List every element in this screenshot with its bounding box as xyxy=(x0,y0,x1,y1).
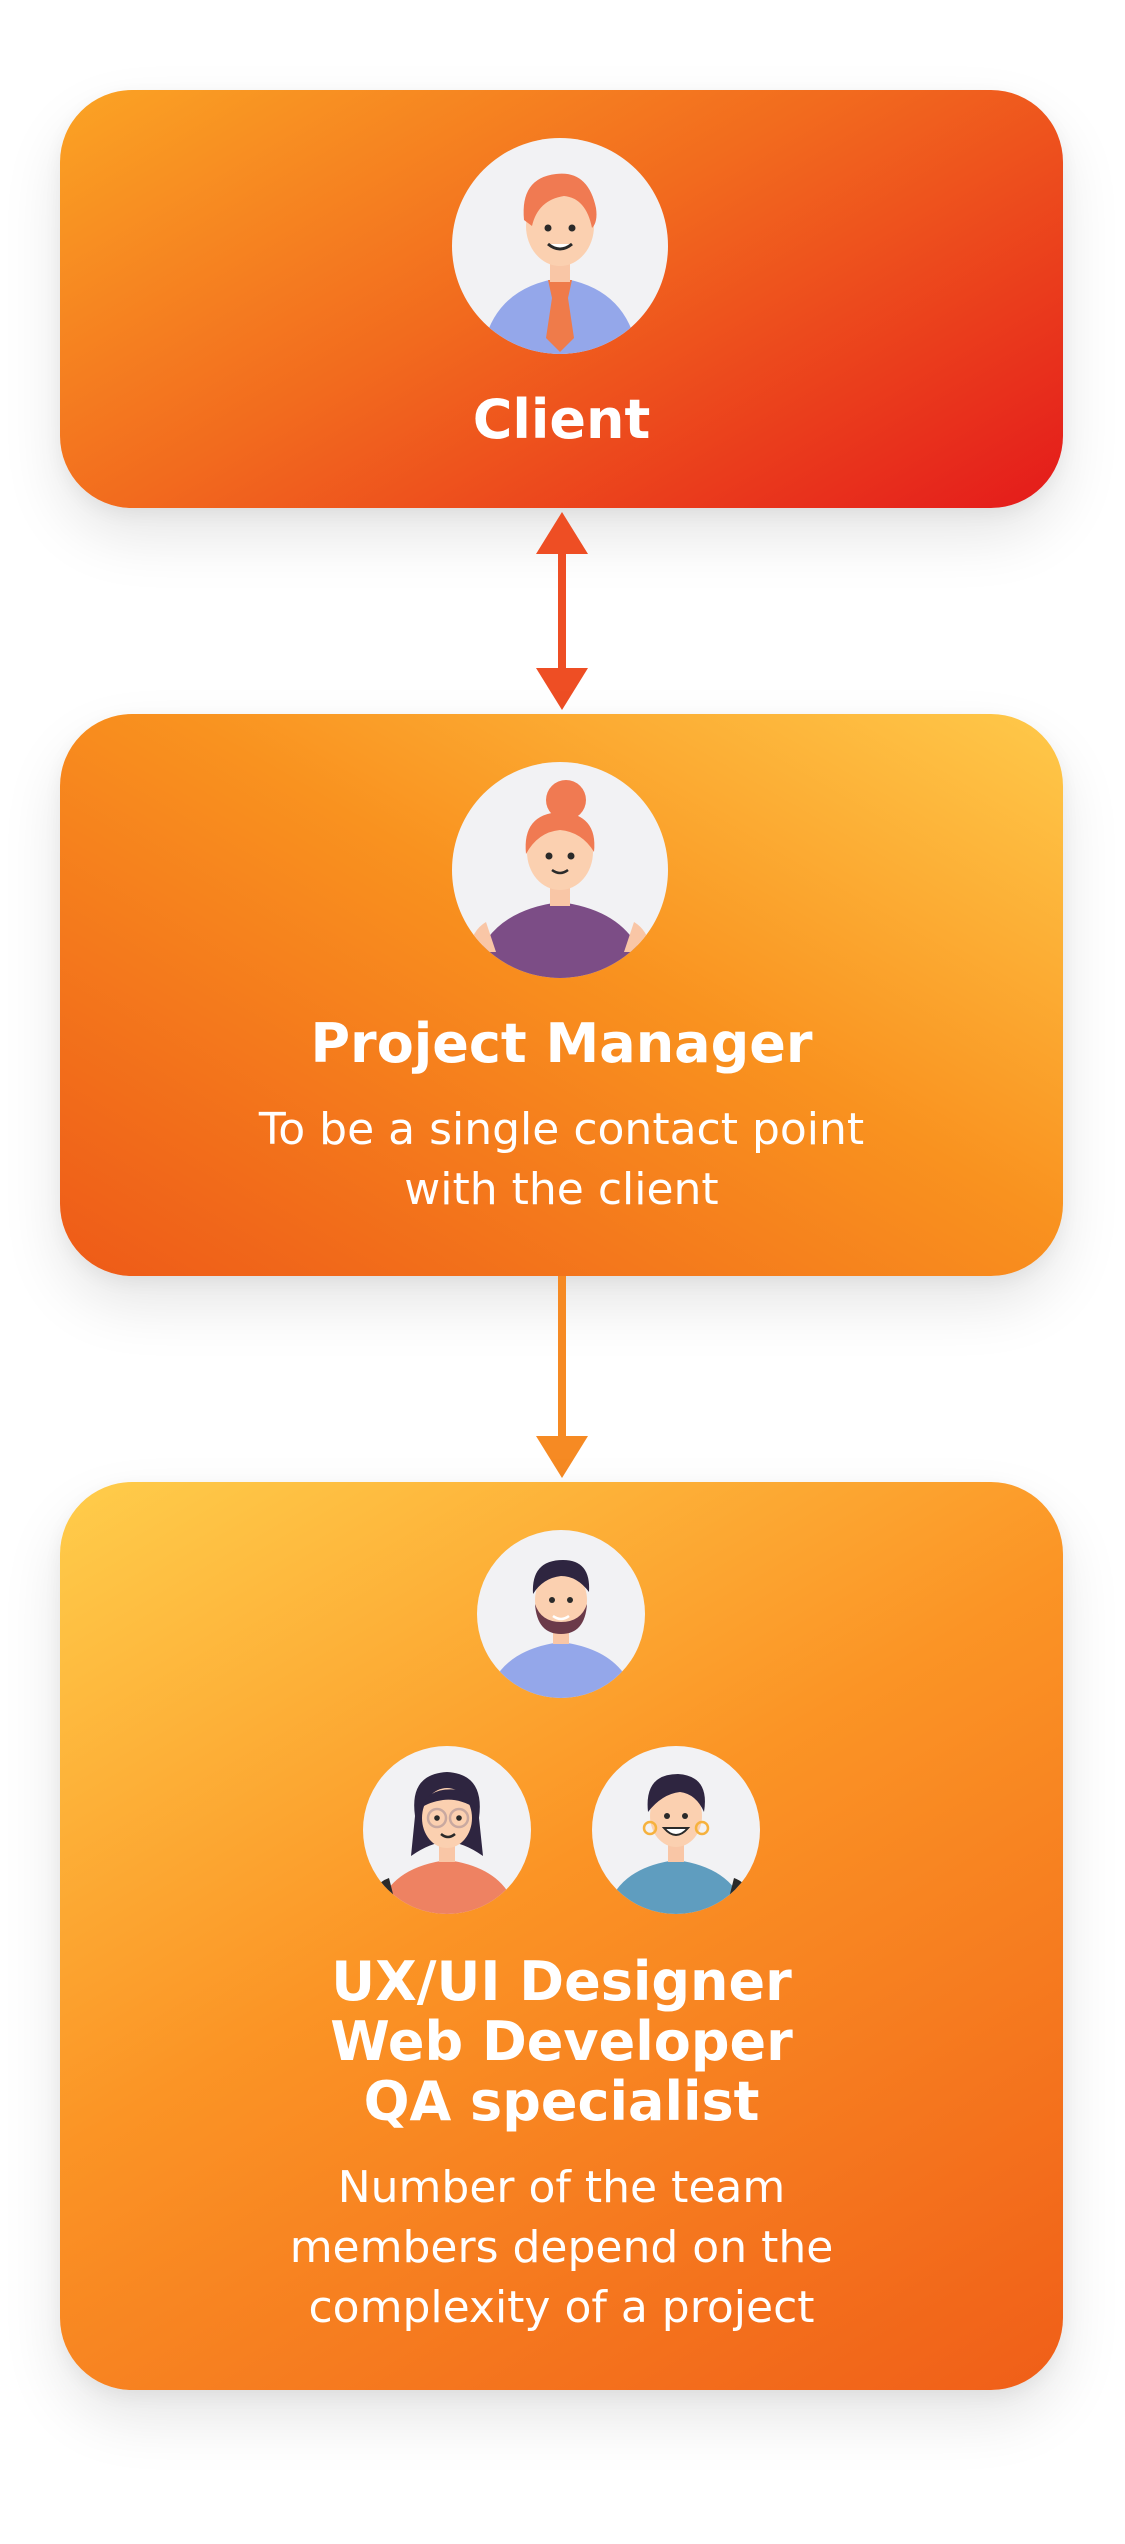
project-manager-card: Project Manager To be a single contact p… xyxy=(60,714,1063,1276)
team-description-line-3: complexity of a project xyxy=(308,2282,815,2333)
team-description-line-2: members depend on the xyxy=(289,2222,834,2273)
team-card: UX/UI Designer Web Developer QA speciali… xyxy=(60,1482,1063,2390)
project-manager-description-line-1: To be a single contact point xyxy=(258,1104,865,1155)
man-orange-hair-tie-icon xyxy=(452,138,668,354)
team-description-line-1: Number of the team xyxy=(337,2162,786,2213)
team-role-qa-specialist: QA specialist xyxy=(363,2070,760,2133)
down-arrow-icon xyxy=(536,1276,588,1478)
client-card: Client xyxy=(60,90,1063,508)
client-title: Client xyxy=(472,388,651,451)
project-manager-description-line-2: with the client xyxy=(404,1164,719,1215)
smiling-person-icon xyxy=(592,1746,760,1914)
woman-bun-hair-icon xyxy=(452,762,668,978)
bidirectional-arrow-icon xyxy=(536,512,588,710)
project-manager-title: Project Manager xyxy=(310,1012,813,1075)
woman-glasses-icon xyxy=(363,1746,531,1914)
team-role-ux-ui-designer: UX/UI Designer xyxy=(331,1950,792,2013)
team-role-web-developer: Web Developer xyxy=(330,2010,793,2073)
bearded-man-icon xyxy=(477,1530,645,1698)
